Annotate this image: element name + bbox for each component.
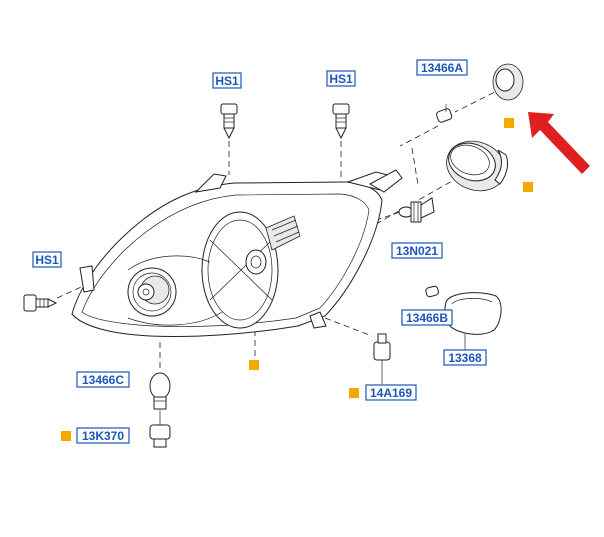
bulb-13466a — [436, 104, 453, 123]
label-13368[interactable]: 13368 — [444, 350, 486, 365]
svg-text:HS1: HS1 — [329, 72, 353, 86]
marker-headlamp — [249, 360, 259, 370]
svg-text:HS1: HS1 — [35, 253, 59, 267]
screw-top-left — [221, 104, 237, 138]
screw-top-right — [333, 104, 349, 138]
svg-text:HS1: HS1 — [215, 74, 239, 88]
label-hs1-top-right[interactable]: HS1 — [327, 71, 355, 86]
label-13466b[interactable]: 13466B — [402, 310, 452, 325]
svg-text:13N021: 13N021 — [396, 244, 438, 258]
pointer-arrow — [528, 112, 590, 174]
label-13n021[interactable]: 13N021 — [392, 243, 442, 258]
label-hs1-top-left[interactable]: HS1 — [213, 73, 241, 88]
svg-text:14A169: 14A169 — [370, 386, 412, 400]
socket-14a169 — [374, 334, 390, 384]
bulb-13466b — [425, 286, 439, 298]
marker-13k370 — [61, 431, 71, 441]
marker-dust-cap-large — [523, 182, 533, 192]
marker-dust-cap-small — [504, 118, 514, 128]
socket-13k370 — [150, 410, 170, 447]
label-13466a[interactable]: 13466A — [417, 60, 467, 75]
dust-cap-small — [493, 64, 523, 100]
svg-text:13466A: 13466A — [421, 61, 463, 75]
dust-cap-large — [440, 133, 513, 199]
bulb-13n021 — [399, 198, 434, 222]
bulb-13466c — [150, 373, 170, 409]
marker-14a169 — [349, 388, 359, 398]
label-hs1-side[interactable]: HS1 — [33, 252, 61, 267]
svg-text:13466B: 13466B — [406, 311, 448, 325]
side-lamp-13368 — [445, 293, 501, 352]
label-14a169[interactable]: 14A169 — [366, 385, 416, 400]
headlamp-assembly — [72, 170, 402, 337]
screw-side — [24, 295, 56, 311]
svg-text:13K370: 13K370 — [82, 429, 124, 443]
label-13k370[interactable]: 13K370 — [77, 428, 129, 443]
svg-text:13368: 13368 — [448, 351, 482, 365]
svg-text:13466C: 13466C — [82, 373, 124, 387]
label-13466c[interactable]: 13466C — [77, 372, 129, 387]
